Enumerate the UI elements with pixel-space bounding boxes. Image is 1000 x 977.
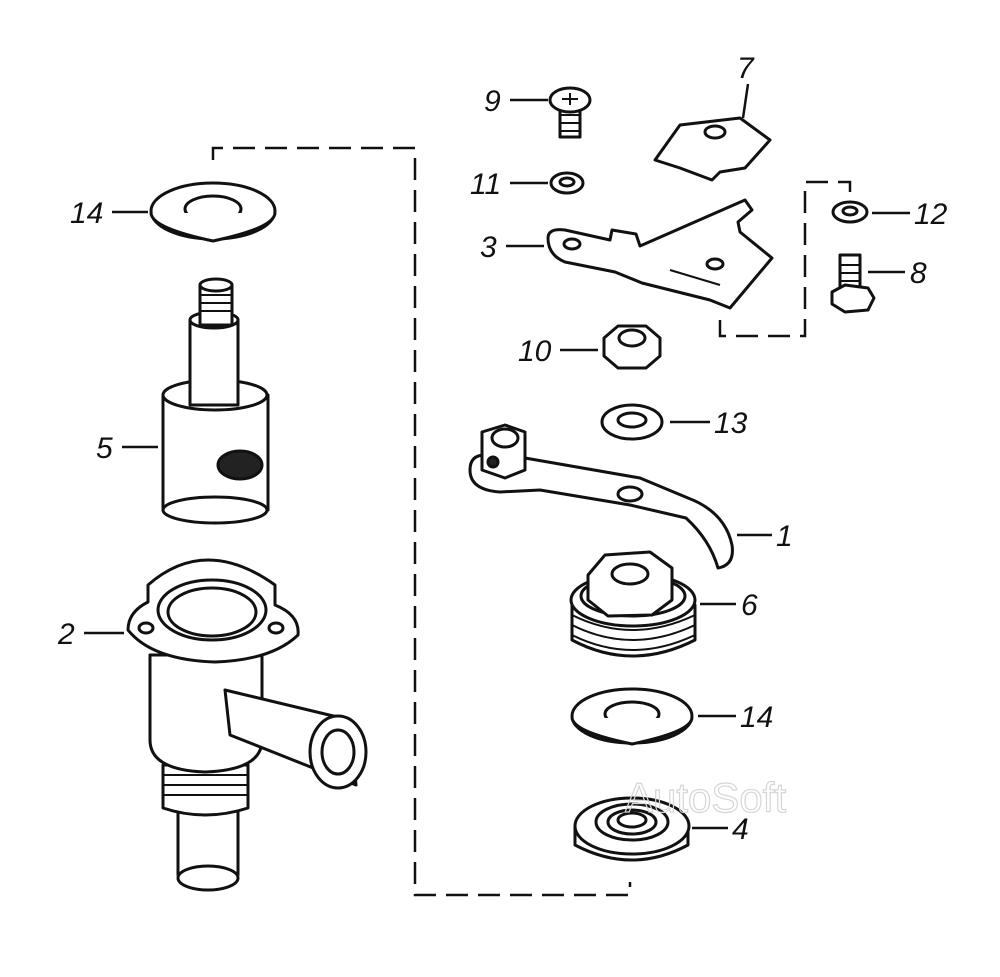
part-3-bracket (546, 198, 774, 310)
callout-14-top: 14 (70, 197, 103, 230)
callout-1: 1 (776, 520, 793, 553)
callout-11: 11 (470, 168, 501, 201)
part-14-washer-top (149, 181, 277, 243)
part-2-valve-body (126, 558, 368, 892)
callout-6: 6 (741, 589, 758, 622)
part-4-seal (573, 796, 691, 862)
callout-9: 9 (484, 85, 501, 118)
callout-5: 5 (96, 432, 113, 465)
part-8-bolt (830, 253, 876, 314)
part-7-clip (653, 116, 772, 182)
callout-13: 13 (714, 407, 748, 440)
leader-lines (84, 83, 910, 830)
callout-2: 2 (57, 618, 75, 651)
watermark-text: AutoSoft (625, 774, 786, 821)
callout-7: 7 (737, 52, 755, 85)
part-13-spring-washer (600, 403, 664, 441)
part-10-hex-nut (602, 324, 662, 370)
part-9-screw (548, 86, 592, 139)
part-1-lever-arm (468, 423, 734, 570)
assembly-bracket-main (211, 146, 632, 897)
callout-12: 12 (914, 198, 948, 231)
part-14-washer-bottom (570, 687, 694, 746)
callout-8: 8 (910, 257, 927, 290)
part-6-hex-plug (569, 550, 697, 658)
callout-14-bottom: 14 (740, 701, 773, 734)
part-5-valve-stem (161, 277, 270, 525)
assembly-bracket-screw (718, 180, 852, 338)
callout-10: 10 (518, 335, 552, 368)
callout-4: 4 (732, 813, 749, 846)
part-12-washer (831, 200, 869, 224)
part-11-lock-washer (549, 171, 585, 195)
callout-3: 3 (480, 231, 497, 264)
